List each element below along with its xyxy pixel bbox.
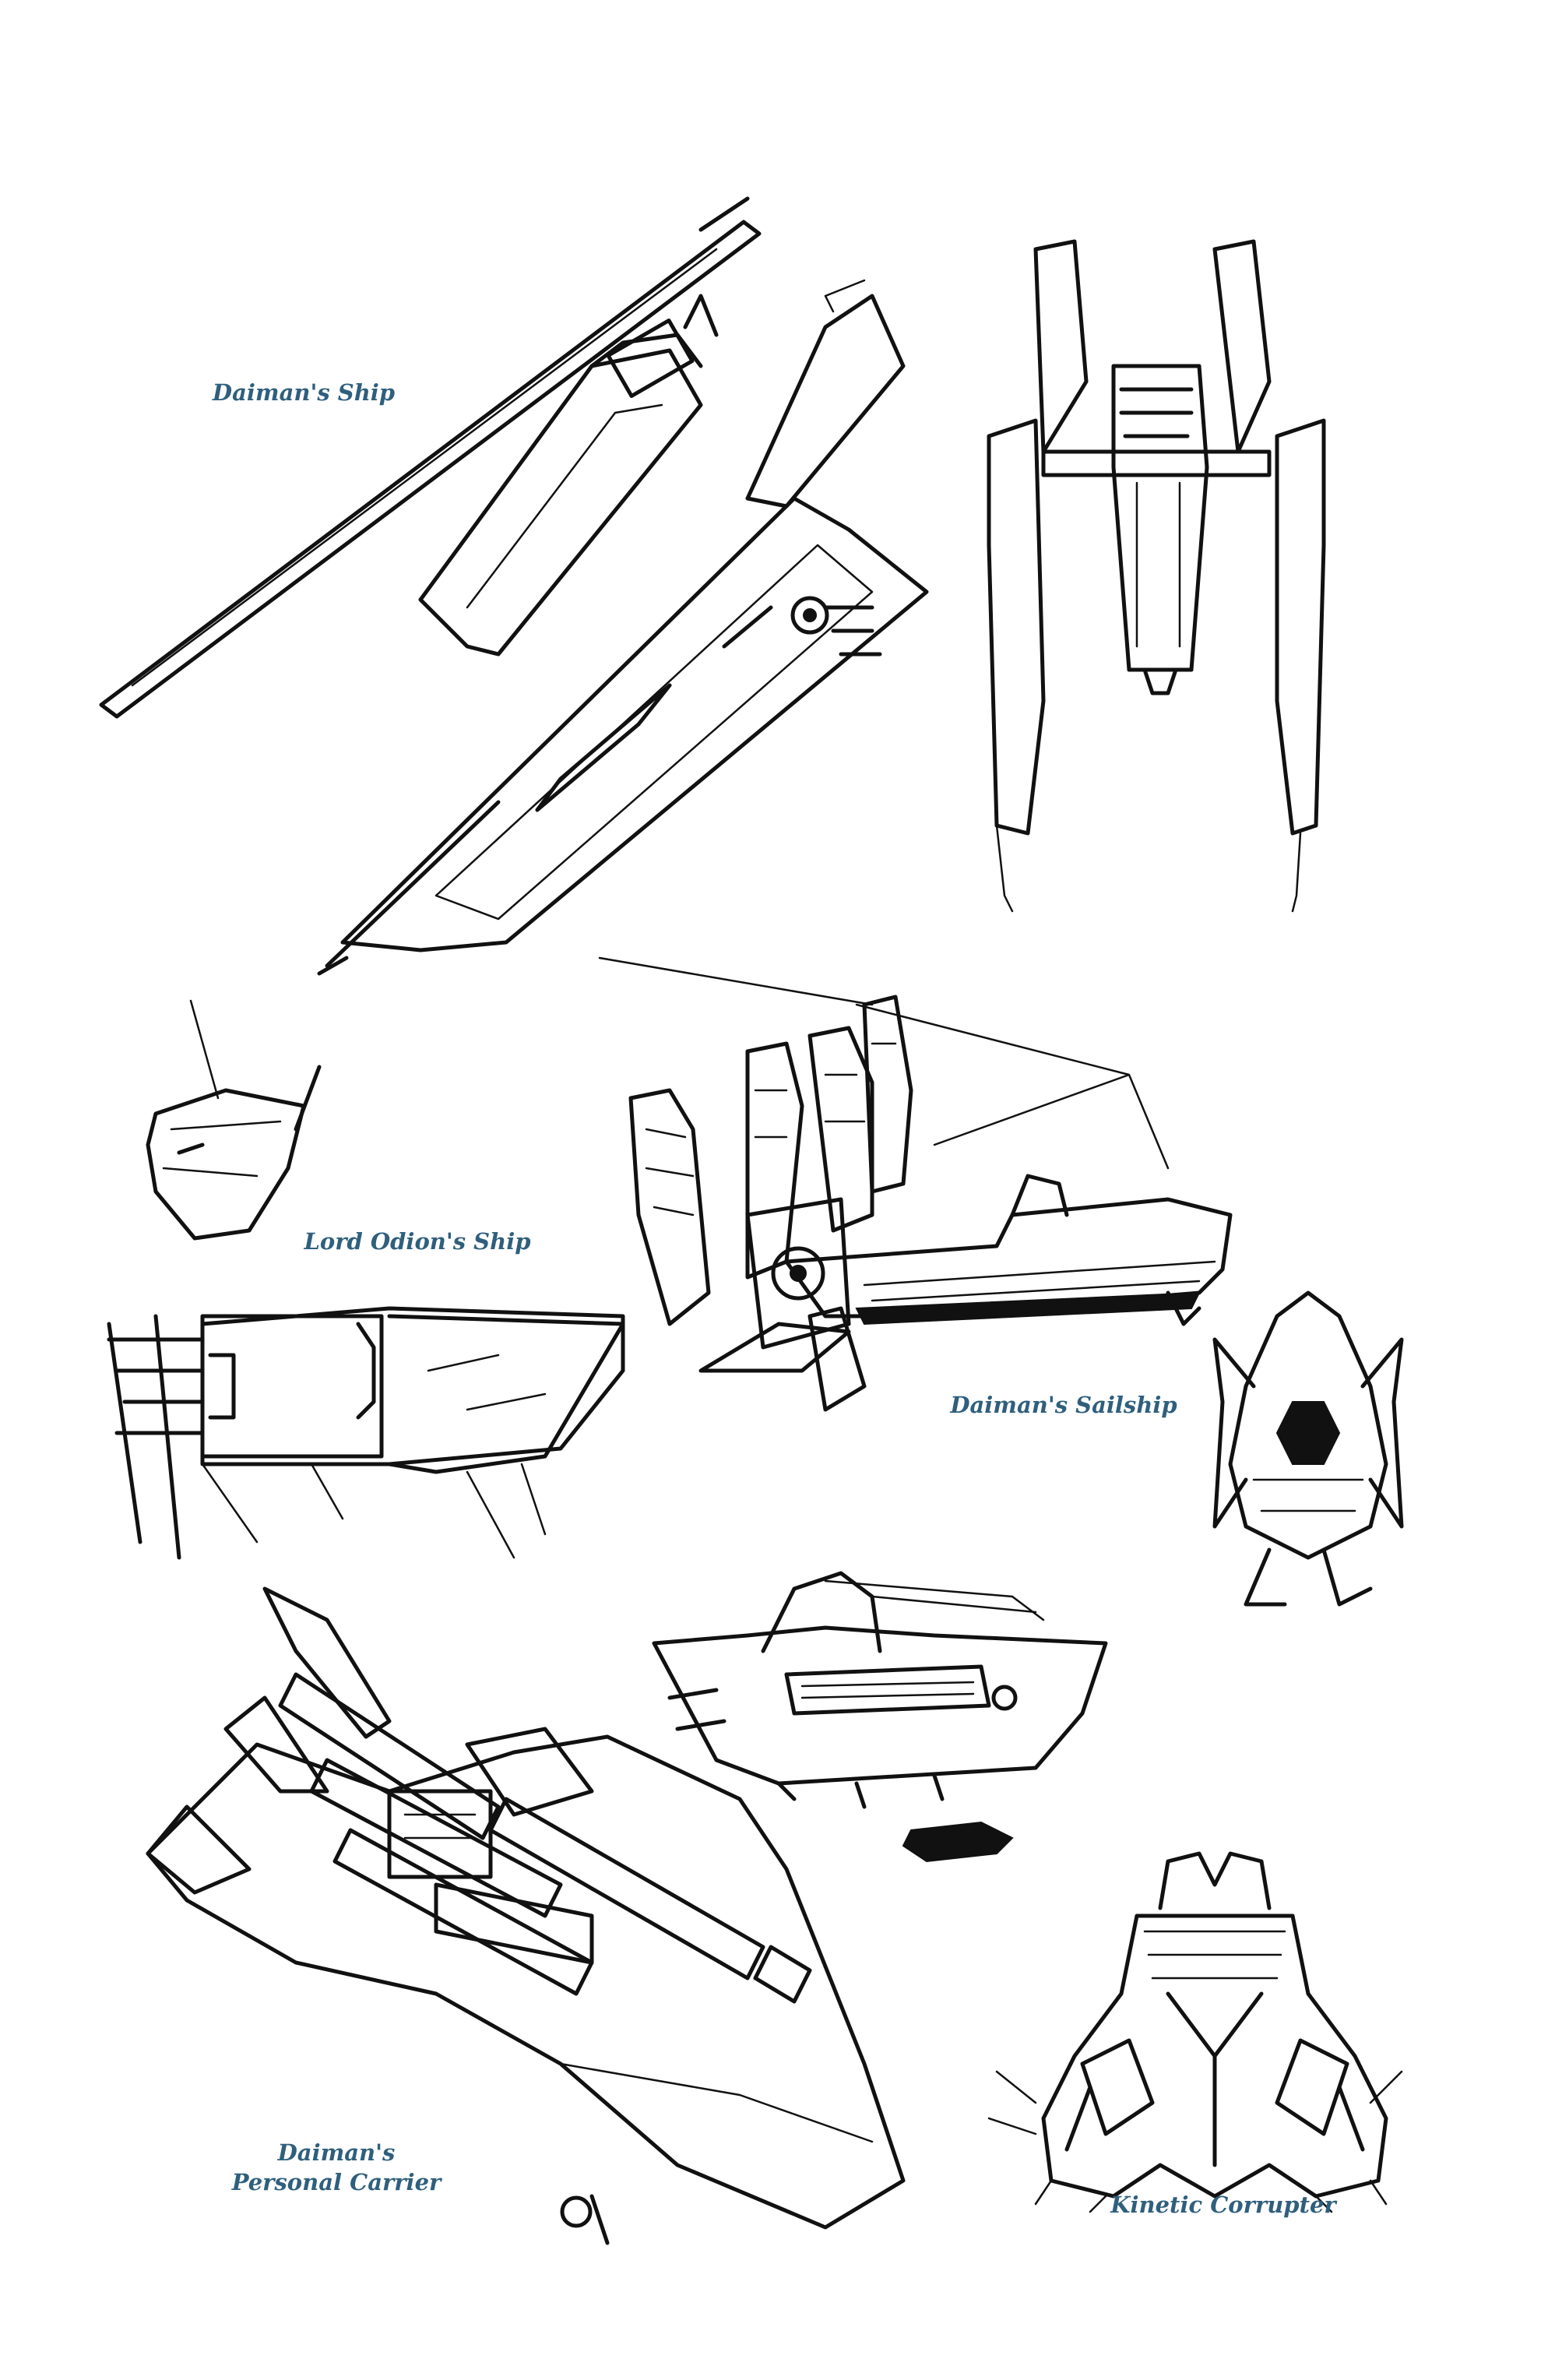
daimans-personal-carrier-sketch <box>146 1586 906 2245</box>
caption-lord-odions-ship: Lord Odion's Ship <box>304 1228 531 1255</box>
caption-daimans-sailship: Daiman's Sailship <box>950 1392 1177 1418</box>
caption-daimans-ship: Daiman's Ship <box>212 379 396 406</box>
daimans-sailship-sketch <box>598 956 1233 1412</box>
caption-personal-carrier: Daiman's Personal Carrier <box>232 2138 442 2197</box>
cruiser-side-sketch <box>652 1571 1108 1863</box>
caption-personal-carrier-line1: Daiman's <box>277 2139 396 2166</box>
caption-personal-carrier-line2: Personal Carrier <box>231 2169 442 2195</box>
kinetic-corrupter-sketch <box>987 1851 1403 2213</box>
lord-odions-ship-small-sketch <box>146 999 322 1241</box>
daimans-ship-angled-sketch <box>99 196 929 976</box>
pod-ship-sketch <box>1212 1290 1404 1607</box>
lord-odions-ship-side-sketch <box>107 1306 625 1560</box>
daimans-ship-top-sketch <box>987 239 1326 913</box>
caption-kinetic-corrupter: Kinetic Corrupter <box>1110 2192 1336 2218</box>
